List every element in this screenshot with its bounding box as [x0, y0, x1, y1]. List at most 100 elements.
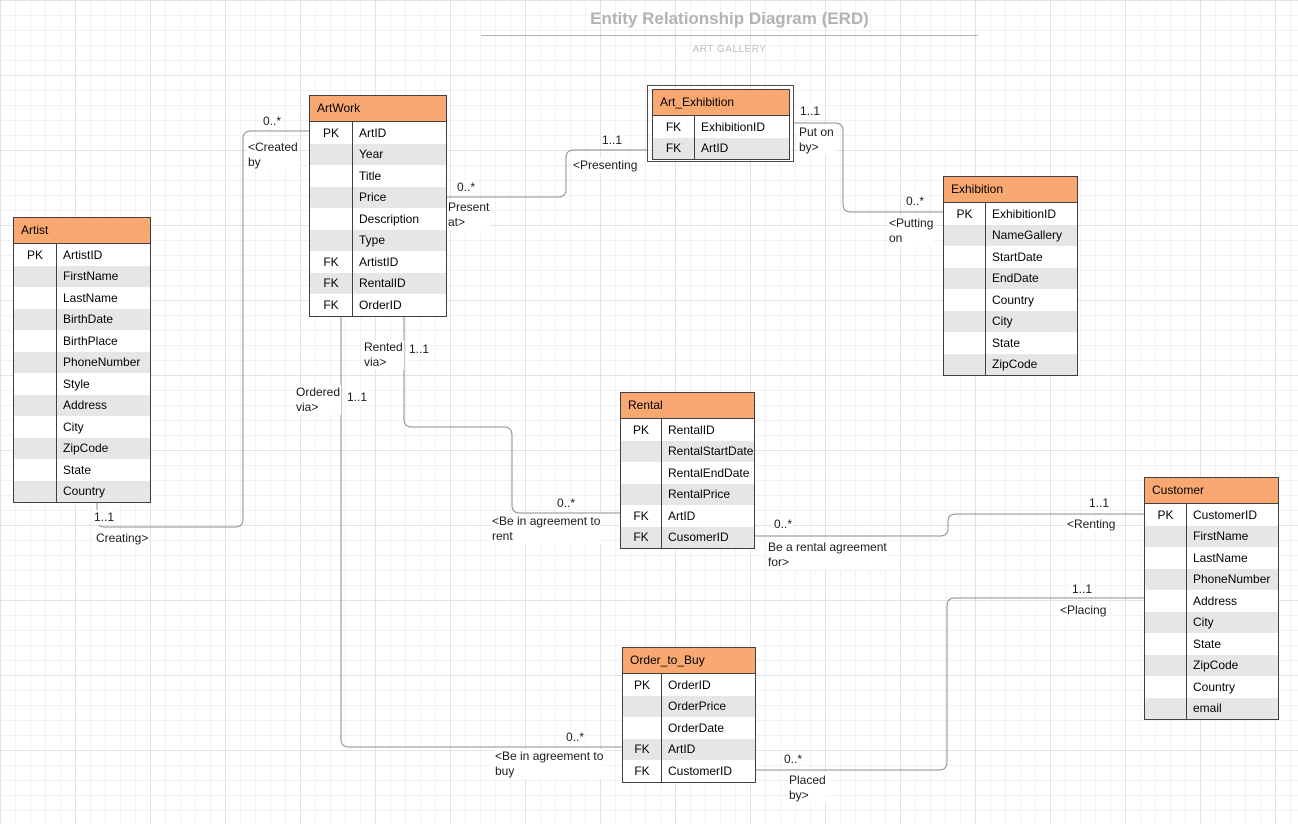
cardinality-label[interactable]: 0..*: [565, 730, 586, 745]
table-row[interactable]: Style: [14, 373, 150, 395]
relationship-name-label[interactable]: Creating>: [95, 531, 150, 546]
table-row[interactable]: State: [1145, 633, 1278, 655]
table-row[interactable]: Description: [310, 208, 446, 230]
cardinality-label[interactable]: 0..*: [905, 194, 926, 209]
relationship-edge-artwork-artexhibition[interactable]: [445, 149, 647, 198]
entity-header-exhibition[interactable]: Exhibition: [944, 177, 1077, 203]
table-row[interactable]: PhoneNumber: [1145, 568, 1278, 590]
table-row[interactable]: ZipCode: [1145, 654, 1278, 676]
table-row[interactable]: State: [944, 332, 1077, 354]
cardinality-label[interactable]: 1..1: [93, 510, 116, 525]
table-row[interactable]: Type: [310, 229, 446, 251]
table-row[interactable]: RentalEndDate: [621, 462, 754, 484]
table-row[interactable]: StartDate: [944, 246, 1077, 268]
entity-header-artist[interactable]: Artist: [14, 218, 150, 244]
table-row[interactable]: Country: [944, 289, 1077, 311]
cardinality-label[interactable]: 0..*: [783, 752, 804, 767]
table-row[interactable]: RentalStartDate: [621, 440, 754, 462]
cardinality-label[interactable]: 1..1: [346, 390, 369, 405]
entity-frame-art-exhibition[interactable]: [647, 85, 794, 162]
cardinality-label[interactable]: 1..1: [408, 342, 431, 357]
relationship-name-label[interactable]: Ordered via>: [295, 385, 342, 415]
table-row[interactable]: PhoneNumber: [14, 351, 150, 373]
relationship-edge-artwork-ordertobuy[interactable]: [340, 314, 622, 748]
entity-header-art-exhibition[interactable]: Art_Exhibition: [653, 90, 789, 116]
entity-header-artwork[interactable]: ArtWork: [310, 96, 446, 122]
cardinality-label[interactable]: 0..*: [262, 114, 283, 129]
table-row[interactable]: FirstName: [1145, 525, 1278, 547]
entity-header-customer[interactable]: Customer: [1145, 478, 1278, 504]
cardinality-label[interactable]: 1..1: [799, 104, 822, 119]
relationship-edge-artexhibition-exhibition[interactable]: [793, 122, 943, 213]
relationship-name-label[interactable]: <Created by: [247, 140, 299, 170]
table-row[interactable]: RentalPrice: [621, 483, 754, 505]
table-row[interactable]: EndDate: [944, 267, 1077, 289]
relationship-name-label[interactable]: Rented via>: [363, 340, 404, 370]
relationship-name-label[interactable]: Be a rental agreement for>: [767, 540, 888, 570]
table-row[interactable]: Address: [14, 394, 150, 416]
table-row[interactable]: OrderDate: [623, 717, 755, 739]
entity-header-order-to-buy[interactable]: Order_to_Buy: [623, 648, 755, 674]
cardinality-label[interactable]: 0..*: [556, 496, 577, 511]
relationship-name-label[interactable]: <Putting on: [888, 216, 935, 246]
relationship-name-label[interactable]: <Renting: [1066, 517, 1117, 532]
relationship-name-label[interactable]: Present at>: [447, 200, 491, 230]
relationship-name-label[interactable]: Put on by>: [798, 125, 835, 155]
relationship-name-label[interactable]: Placed by>: [788, 773, 827, 803]
table-row[interactable]: Country: [14, 480, 150, 502]
table-row[interactable]: Title: [310, 165, 446, 187]
table-row[interactable]: City: [14, 416, 150, 438]
relationship-name-label[interactable]: <Be in agreement to buy: [494, 749, 605, 779]
table-row[interactable]: LastName: [14, 287, 150, 309]
table-row[interactable]: Year: [310, 143, 446, 165]
table-row[interactable]: email: [1145, 697, 1278, 719]
table-row[interactable]: Price: [310, 186, 446, 208]
table-row[interactable]: ZipCode: [944, 353, 1077, 375]
table-row[interactable]: OrderPrice: [623, 695, 755, 717]
cardinality-label[interactable]: 0..*: [773, 517, 794, 532]
cardinality-label[interactable]: 1..1: [601, 133, 624, 148]
table-row[interactable]: Country: [1145, 676, 1278, 698]
table-row[interactable]: BirthDate: [14, 308, 150, 330]
table-row[interactable]: BirthPlace: [14, 330, 150, 352]
relationship-edge-ordertobuy-customer[interactable]: [754, 597, 1144, 771]
table-row[interactable]: Address: [1145, 590, 1278, 612]
table-row[interactable]: LastName: [1145, 547, 1278, 569]
cardinality-label[interactable]: 0..*: [456, 180, 477, 195]
relationship-name-label[interactable]: <Be in agreement to rent: [491, 514, 602, 544]
relationship-edge-artwork-rental[interactable]: [403, 314, 620, 514]
table-row[interactable]: NameGallery: [944, 224, 1077, 246]
table-row[interactable]: City: [1145, 611, 1278, 633]
table-row[interactable]: State: [14, 459, 150, 481]
relationship-name-label[interactable]: <Presenting: [572, 158, 639, 173]
table-row[interactable]: ZipCode: [14, 437, 150, 459]
cardinality-label[interactable]: 1..1: [1071, 582, 1094, 597]
entity-header-rental[interactable]: Rental: [621, 393, 754, 419]
table-row[interactable]: City: [944, 310, 1077, 332]
cardinality-label[interactable]: 1..1: [1088, 496, 1111, 511]
table-row[interactable]: FirstName: [14, 265, 150, 287]
relationship-name-label[interactable]: <Placing: [1059, 603, 1108, 618]
